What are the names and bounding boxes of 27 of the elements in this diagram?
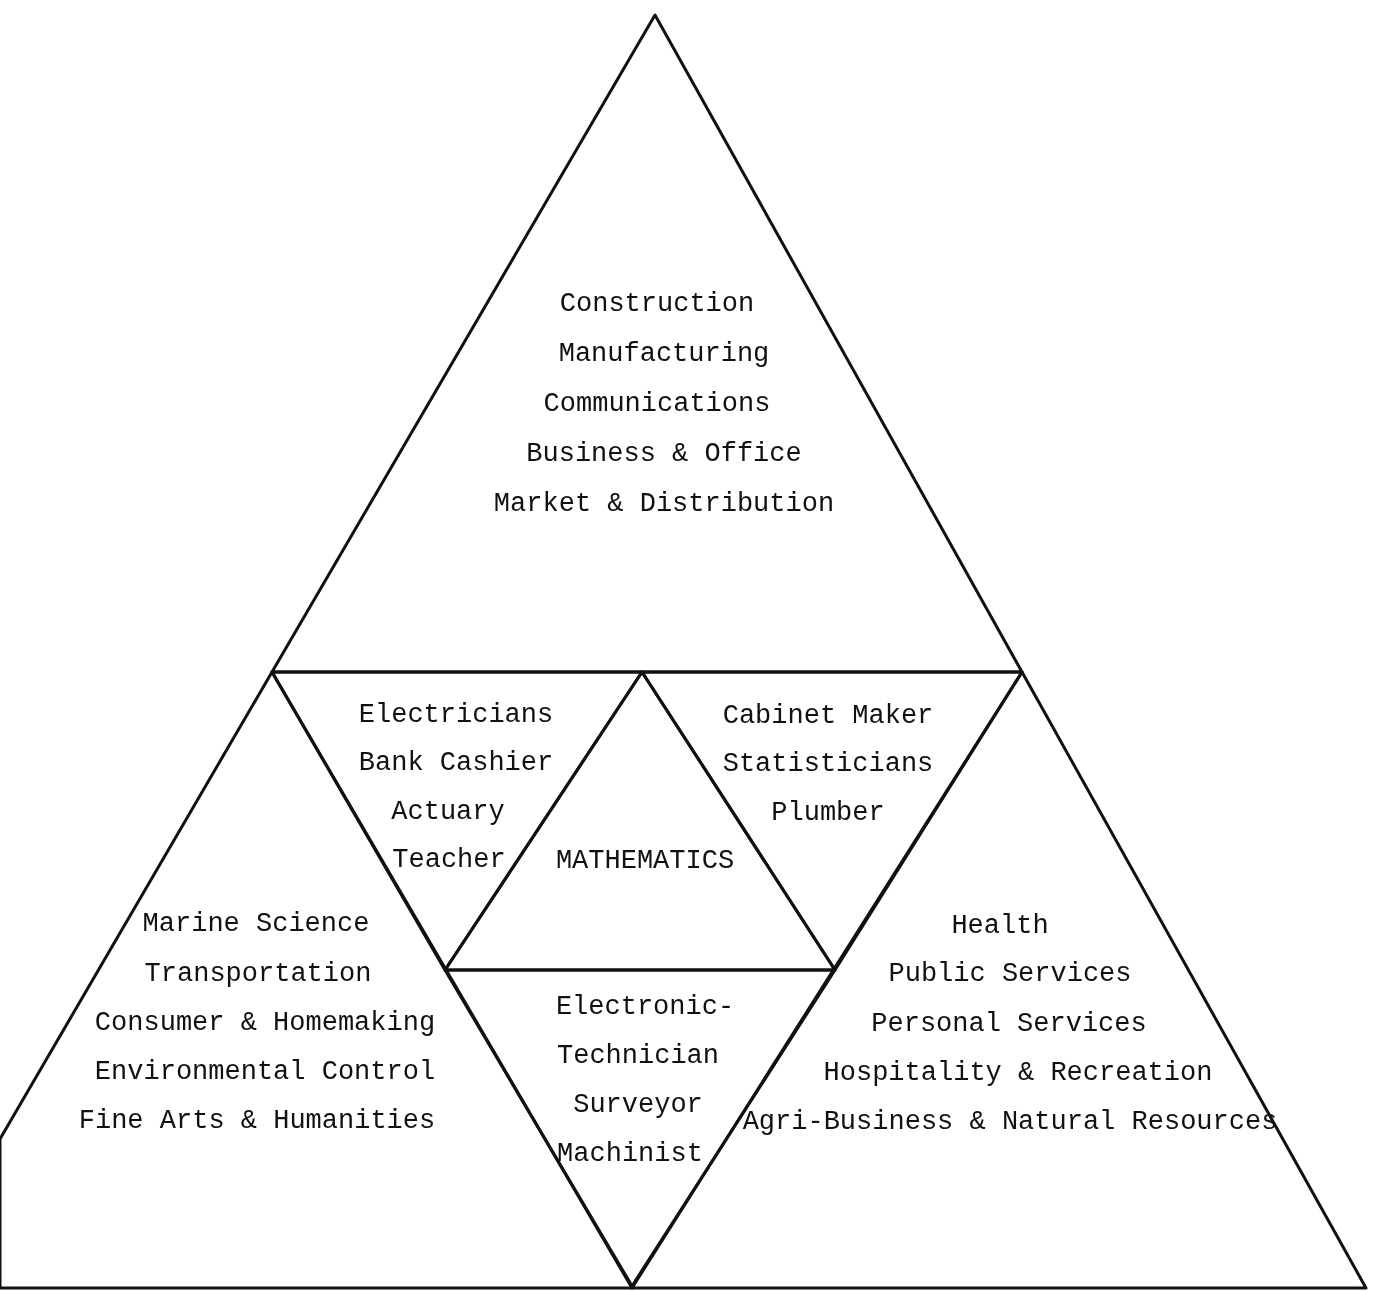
category-label: Construction <box>559 290 755 320</box>
category-label: Plumber <box>771 799 885 829</box>
category-label: Public Services <box>888 960 1132 990</box>
category-label: Teacher <box>392 846 506 876</box>
category-label: Surveyor <box>573 1091 703 1121</box>
category-label: Manufacturing <box>558 340 770 370</box>
category-label: Marine Science <box>142 910 370 940</box>
category-label: Fine Arts & Humanities <box>78 1107 436 1137</box>
category-label: Market & Distribution <box>493 490 835 520</box>
category-label: Agri-Business & Natural Resources <box>742 1108 1278 1138</box>
category-label: Environmental Control <box>94 1058 436 1088</box>
category-label: Transportation <box>144 960 372 990</box>
category-label: Actuary <box>391 798 505 828</box>
subject-label: MATHEMATICS <box>555 847 735 877</box>
category-label: Communications <box>543 390 771 420</box>
category-label: Cabinet Maker <box>722 702 934 732</box>
category-label: Hospitality & Recreation <box>823 1059 1213 1089</box>
category-label: Health <box>951 912 1049 942</box>
category-label: Personal Services <box>871 1010 1147 1040</box>
category-label: Technician <box>557 1042 719 1072</box>
category-label: Consumer & Homemaking <box>94 1009 436 1039</box>
category-label: Electronic- <box>555 993 735 1023</box>
category-label: Statisticians <box>722 750 934 780</box>
category-label: Machinist <box>557 1140 703 1170</box>
category-label: Business & Office <box>526 440 802 470</box>
category-label: Bank Cashier <box>358 749 554 779</box>
category-label: Electricians <box>358 701 554 731</box>
